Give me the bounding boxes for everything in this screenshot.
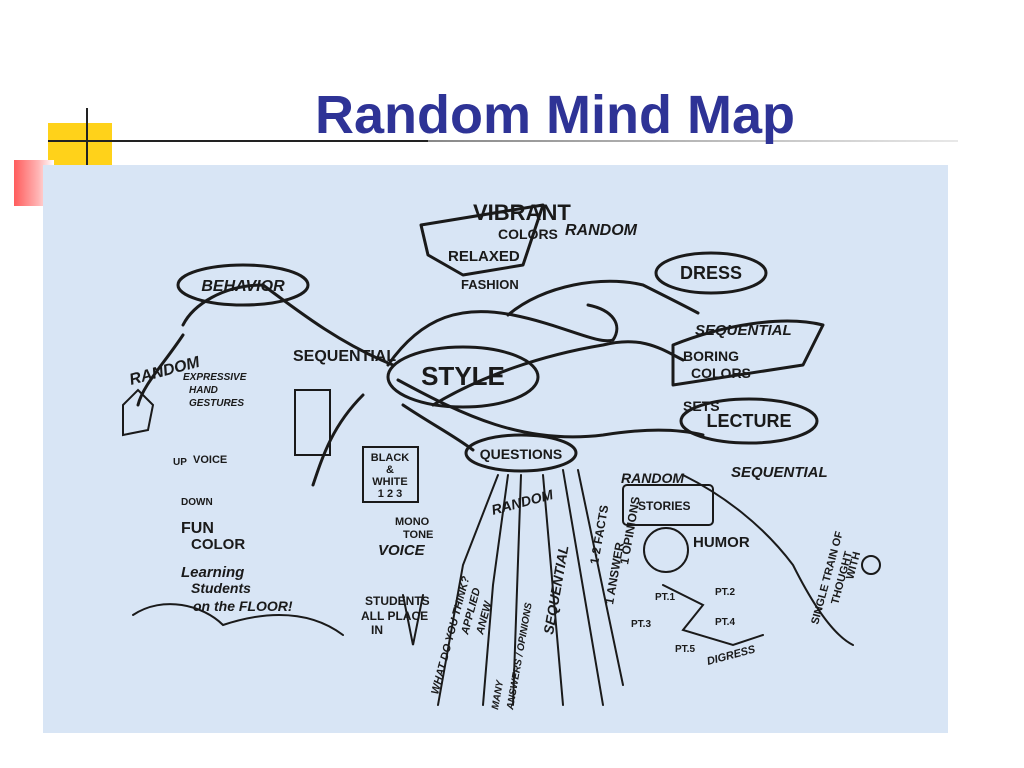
on-the-floor-label: on the FLOOR! <box>193 598 293 614</box>
questions-label: QUESTIONS <box>480 446 562 462</box>
one-two-three-label: 1 2 3 <box>378 488 402 500</box>
questions-bubble <box>464 433 578 473</box>
sequential-behavior-label: SEQUENTIAL <box>293 348 396 365</box>
hand-label: HAND <box>189 385 218 396</box>
mono-label: MONO <box>395 516 430 528</box>
many-label: MANY <box>490 678 506 710</box>
expressive-label: EXPRESSIVE <box>183 372 247 383</box>
students-place-drawing <box>402 594 424 646</box>
no-symbol <box>861 555 881 575</box>
book <box>622 484 714 526</box>
digress-label: DIGRESS <box>706 643 758 668</box>
decorative-horizontal-line <box>48 140 428 142</box>
humor-label: HUMOR <box>693 534 750 551</box>
lecture-bubble <box>679 397 819 445</box>
mind-map-diagram: STYLE VIBRANT COLORS RELAXED FASHION RAN… <box>122 200 881 712</box>
answers-opinions-label: ANSWERS / OPINIONS <box>505 602 535 712</box>
colors-label: COLORS <box>498 226 558 242</box>
random-top-label: RANDOM <box>565 222 638 239</box>
mind-map-image: STYLE VIBRANT COLORS RELAXED FASHION RAN… <box>43 165 948 733</box>
boring-label: BORING <box>683 348 739 364</box>
pt5-label: PT.5 <box>675 644 695 655</box>
in-label: IN <box>371 623 383 637</box>
decorative-horizontal-line-fade <box>428 140 958 142</box>
pt4-label: PT.4 <box>715 617 735 628</box>
gestures-label: GESTURES <box>189 398 244 409</box>
lecture-label: LECTURE <box>707 411 792 431</box>
up-label: UP <box>173 457 187 468</box>
slide-title: Random Mind Map <box>315 85 795 145</box>
tone-label: TONE <box>403 529 433 541</box>
students-floor-drawing <box>132 603 344 636</box>
center-bubble <box>386 345 540 409</box>
color-label: COLOR <box>191 536 245 553</box>
sequential-dress-label: SEQUENTIAL <box>695 322 792 339</box>
sets-label: SETS <box>683 398 720 414</box>
sequential-lecture-label: SEQUENTIAL <box>731 464 828 481</box>
pt1-label: PT.1 <box>655 592 675 603</box>
learning-label: Learning <box>181 564 244 581</box>
dress-bubble <box>654 251 768 295</box>
fashion-label: FASHION <box>461 277 519 292</box>
decorative-yellow-square <box>48 123 112 165</box>
down-label: DOWN <box>181 497 213 508</box>
black-label: BLACK <box>371 452 410 464</box>
dress-label: DRESS <box>680 263 742 283</box>
fashion-bowl <box>419 203 545 277</box>
voice-up-label: VOICE <box>193 454 227 466</box>
boring-colors-label: COLORS <box>691 365 751 381</box>
behavior-bubble <box>176 263 310 307</box>
vibrant-label: VIBRANT <box>473 200 571 225</box>
white-label: WHITE <box>372 476 407 488</box>
relaxed-label: RELAXED <box>448 248 520 265</box>
fun-label: FUN <box>181 520 214 537</box>
students-all-label: STUDENTS <box>365 594 430 608</box>
stories-label: STORIES <box>638 499 690 513</box>
center-label: STYLE <box>421 361 505 391</box>
humor-face <box>643 527 689 573</box>
decorative-vertical-line <box>86 108 88 166</box>
hand-drawing <box>122 388 155 437</box>
one-opinion-label: 1 OPINIONS <box>617 495 643 565</box>
blackboard <box>362 446 419 503</box>
random-lecture-label: RANDOM <box>621 470 684 486</box>
sequential-questions-label: SEQUENTIAL <box>540 544 571 636</box>
all-place-label: ALL PLACE <box>361 609 428 623</box>
voice-label: VOICE <box>378 542 426 559</box>
amp-label: & <box>386 464 394 476</box>
pt2-label: PT.2 <box>715 587 735 598</box>
random-questions-label: RANDOM <box>490 486 555 518</box>
boring-sets-bubble <box>671 319 825 387</box>
students-floor-label: Students <box>191 580 251 596</box>
behavior-label: BEHAVIOR <box>201 278 285 295</box>
podium <box>294 389 331 456</box>
pt3-label: PT.3 <box>631 619 651 630</box>
